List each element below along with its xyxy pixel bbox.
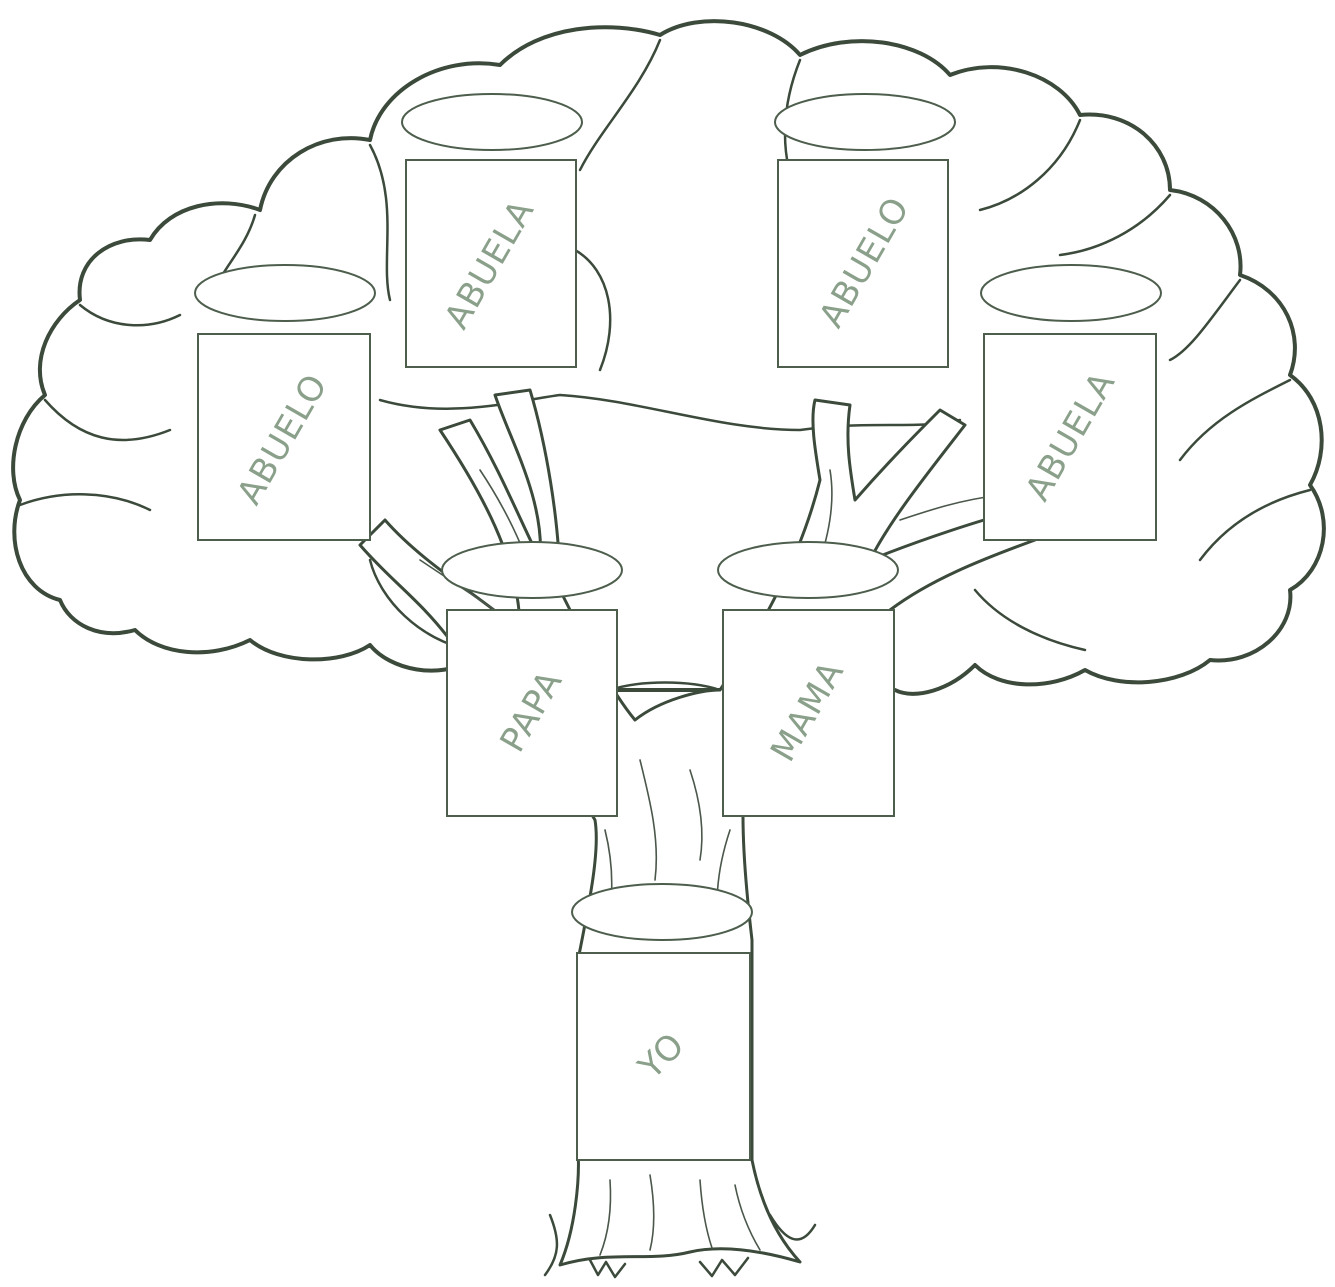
name-oval-abuela-paterna[interactable]: [402, 94, 582, 150]
photo-frame-abuela-materna[interactable]: ABUELA: [984, 334, 1156, 540]
photo-frame-abuela-paterna[interactable]: ABUELA: [406, 160, 576, 367]
name-oval-abuela-materna[interactable]: [981, 265, 1161, 321]
name-oval-abuelo-paterno[interactable]: [195, 265, 375, 321]
name-oval-papa[interactable]: [442, 542, 622, 598]
photo-frame-abuelo-paterno[interactable]: ABUELO: [198, 334, 370, 540]
photo-frame-papa[interactable]: PAPA: [447, 610, 617, 816]
photo-frame-abuelo-materno[interactable]: ABUELO: [778, 160, 948, 367]
photo-frame-mama[interactable]: MAMA: [723, 610, 894, 816]
name-oval-abuelo-materno[interactable]: [775, 94, 955, 150]
photo-frame-yo[interactable]: YO: [577, 953, 750, 1160]
name-oval-yo[interactable]: [572, 884, 752, 940]
name-oval-mama[interactable]: [718, 542, 898, 598]
